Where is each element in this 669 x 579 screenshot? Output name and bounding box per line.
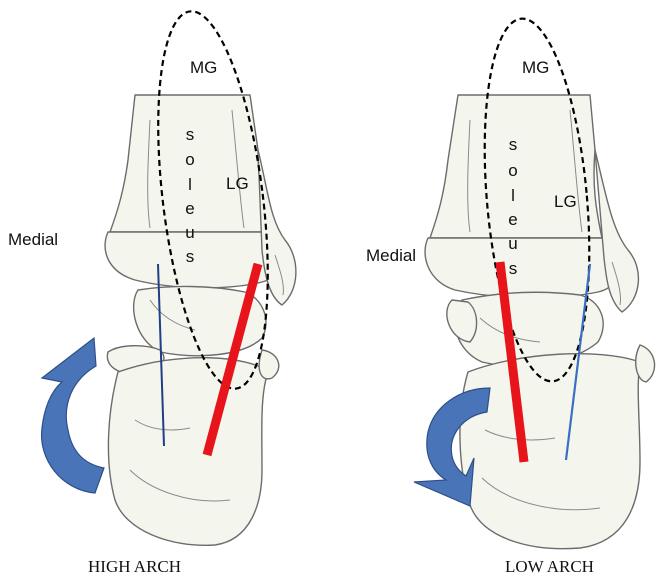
low-arch-soleus-letter: u <box>508 234 517 253</box>
low-arch-soleus-letter: o <box>508 161 517 180</box>
high-arch-lg-label: LG <box>226 174 249 193</box>
high-arch-soleus-letter: s <box>186 125 195 144</box>
low-arch-caption: LOW ARCH <box>505 557 594 576</box>
low-arch-soleus-letter: s <box>509 259 518 278</box>
low-arch-lg-label: LG <box>554 192 577 211</box>
low-arch-soleus-letter: s <box>509 135 518 154</box>
low-arch-panel: MG LG s o l e u s Medial LOW ARCH <box>366 14 655 576</box>
high-arch-rotation-arrow-icon <box>42 338 104 493</box>
low-arch-soleus-letter: l <box>511 186 515 205</box>
high-arch-soleus-letter: o <box>185 150 194 169</box>
high-arch-caption: HIGH ARCH <box>88 557 181 576</box>
high-arch-soleus-letter: u <box>185 223 194 242</box>
high-arch-mg-label: MG <box>190 58 217 77</box>
low-arch-mg-label: MG <box>522 58 549 77</box>
high-arch-soleus-letter: e <box>185 199 194 218</box>
high-arch-bones <box>105 95 296 545</box>
high-arch-panel: MG LG s o l e u s Medial HIGH ARCH <box>8 5 296 576</box>
high-arch-medial-label: Medial <box>8 230 58 249</box>
low-arch-soleus-letter: e <box>508 210 517 229</box>
high-arch-soleus-letter: s <box>186 247 195 266</box>
high-arch-soleus-letter: l <box>188 175 192 194</box>
low-arch-medial-label: Medial <box>366 246 416 265</box>
